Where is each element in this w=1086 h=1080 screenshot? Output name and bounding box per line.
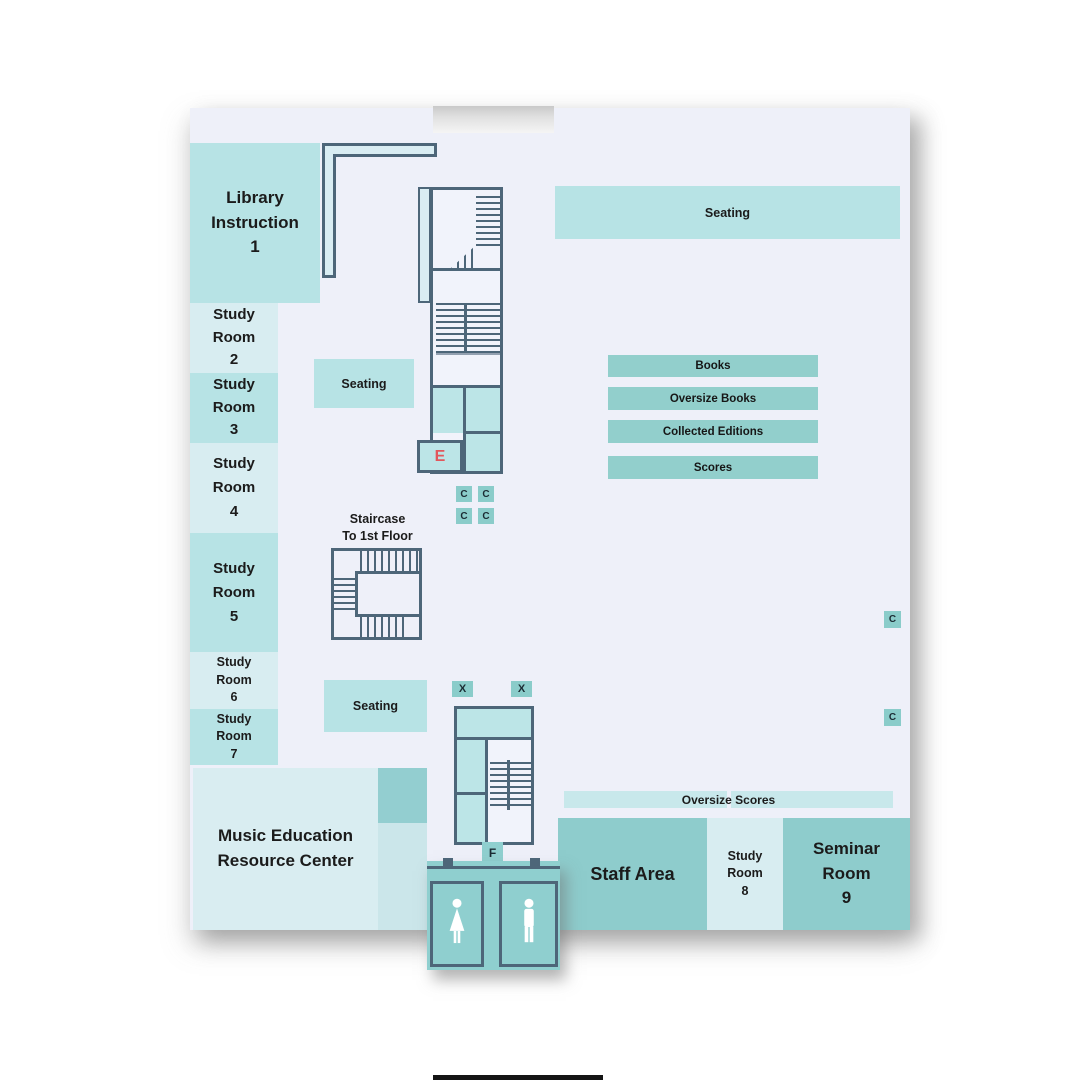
- staircase-treads-top: [360, 551, 419, 572]
- restroom-men: [499, 881, 558, 967]
- marker-c-2: C: [478, 486, 494, 502]
- staircase-treads-bottom: [360, 616, 406, 638]
- wall-l-fill-horizontal: [325, 146, 434, 154]
- man-icon: [518, 898, 540, 950]
- room-library-instruction-1: Library Instruction 1: [190, 143, 320, 303]
- marker-c-6: C: [884, 709, 901, 726]
- marker-c-4: C: [478, 508, 494, 524]
- room-study-5: Study Room 5: [190, 533, 278, 652]
- shelf-oversize-scores-label: Oversize Scores: [681, 792, 776, 807]
- lower-stair-treads: [490, 762, 531, 809]
- shelf-oversize-scores-right: [731, 791, 893, 808]
- room-study-2: Study Room 2: [190, 303, 278, 373]
- marker-e: E: [434, 447, 446, 465]
- upper-stair-cell-divider-h: [463, 431, 503, 434]
- elevator-cell-right-top: [466, 388, 500, 431]
- seating-area-mid-left: Seating: [314, 359, 414, 408]
- shelf-scores: Scores: [608, 456, 818, 479]
- bottom-divider-bar: [433, 1075, 603, 1080]
- room-study-4: Study Room 4: [190, 443, 278, 533]
- restroom-top-wall: [427, 866, 560, 869]
- floor-top-notch: [433, 106, 554, 133]
- room-music-education-resource-center: Music Education Resource Center: [193, 768, 378, 930]
- lower-stair-wall-v: [485, 737, 488, 842]
- marker-c-3: C: [456, 508, 472, 524]
- upper-stair-landing-line: [436, 353, 500, 355]
- upper-stair-middle-divider: [464, 303, 467, 354]
- lower-stair-wall-h1: [454, 737, 534, 740]
- lower-stair-cell-1: [457, 740, 485, 792]
- lower-stair-treads-divider: [507, 760, 510, 810]
- shelf-books: Books: [608, 355, 818, 377]
- marker-c-5: C: [884, 611, 901, 628]
- room-study-8: Study Room 8: [707, 818, 783, 930]
- merc-side-area: [378, 823, 427, 930]
- wall-l-fill-vertical: [325, 146, 333, 275]
- marker-x-2: X: [511, 681, 532, 697]
- elevator-e-box: E: [417, 440, 463, 473]
- shelf-oversize-scores-left: [564, 791, 727, 808]
- restroom-women: [430, 881, 484, 967]
- upper-stair-treads-middle: [436, 303, 500, 354]
- staircase-treads-left: [334, 578, 357, 614]
- room-seminar-9: Seminar Room 9: [783, 818, 910, 930]
- room-staff-area: Staff Area: [558, 818, 707, 930]
- lower-stair-wall-h2: [457, 792, 488, 795]
- shelf-collected-editions: Collected Editions: [608, 420, 818, 443]
- staircase-label: Staircase To 1st Floor: [342, 512, 413, 543]
- merc-storage-block: [378, 768, 427, 823]
- elevator-cell-left: [433, 388, 463, 433]
- lower-stair-top-band: [457, 709, 531, 737]
- marker-x-1: X: [452, 681, 473, 697]
- upper-stair-wall-2: [430, 385, 503, 388]
- room-study-7: Study Room 7: [190, 709, 278, 765]
- restroom-wall-notch-left: [443, 858, 453, 869]
- lower-stair-cell-2: [457, 795, 485, 842]
- shelf-oversize-books: Oversize Books: [608, 387, 818, 410]
- marker-c-1: C: [456, 486, 472, 502]
- elevator-cell-right-bottom: [466, 434, 500, 471]
- restroom-wall-notch-right: [530, 858, 540, 869]
- seating-area-lower-left: Seating: [324, 680, 427, 732]
- marker-f: F: [482, 842, 503, 863]
- upper-stair-cell-divider-v: [463, 388, 466, 473]
- upper-stair-wall-1: [430, 268, 503, 271]
- upper-stair-treads-top: [476, 196, 501, 248]
- seating-area-top-right: Seating: [555, 186, 900, 239]
- room-study-6: Study Room 6: [190, 652, 278, 709]
- staircase-inner-landing: [355, 571, 422, 617]
- room-study-3: Study Room 3: [190, 373, 278, 443]
- woman-icon: [446, 898, 468, 950]
